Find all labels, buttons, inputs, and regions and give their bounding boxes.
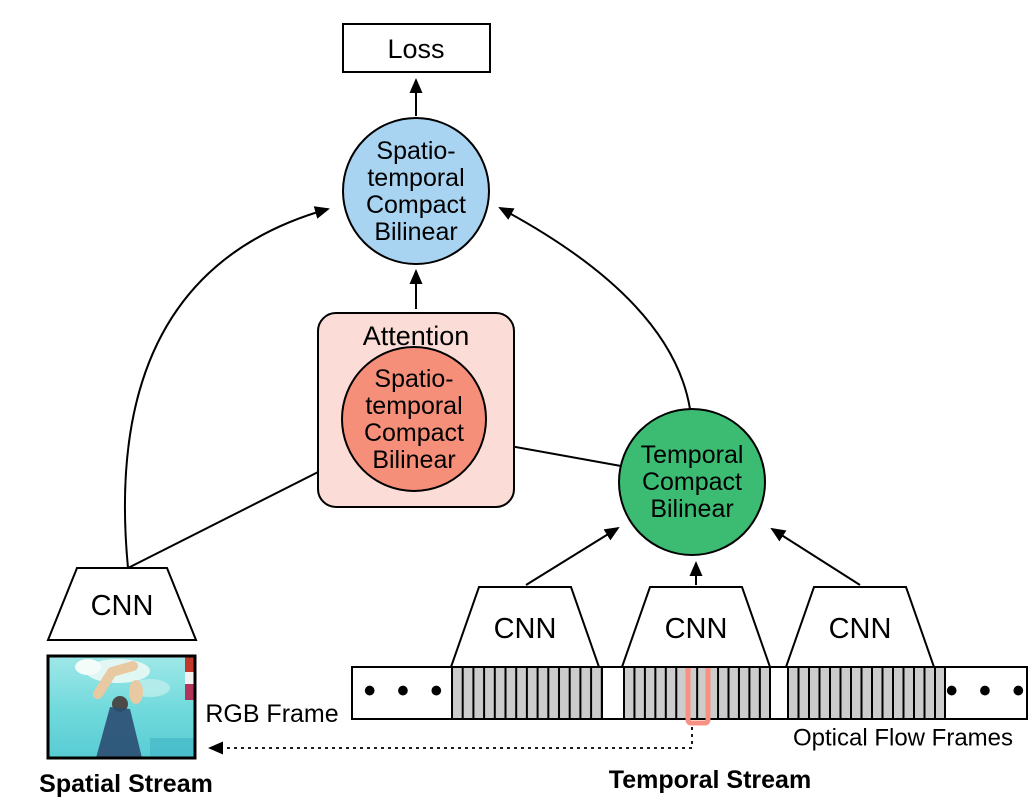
ellipsis-right-icon: • • • bbox=[946, 672, 1031, 710]
loss-box bbox=[342, 23, 491, 73]
edge-tcb-to-stcb bbox=[498, 207, 691, 410]
stcb-top-node: Spatio- temporal Compact Bilinear bbox=[342, 117, 490, 265]
lane-marker-red2 bbox=[185, 684, 195, 700]
temporal-cnn1-trapezoid bbox=[449, 586, 601, 668]
flow-frames-group1 bbox=[451, 666, 603, 720]
edge-cnn1-to-tcb bbox=[525, 526, 620, 586]
spatial-stream-group: CNN Spatial Stream RGB Frame bbox=[39, 567, 339, 798]
stcb-top-line4: Bilinear bbox=[374, 218, 457, 246]
stcb-top-line1: Spatio- bbox=[376, 137, 455, 165]
spatial-cnn-label: CNN bbox=[91, 590, 154, 622]
rgb-image-border bbox=[46, 654, 197, 760]
temporal-cnn1-label: CNN bbox=[494, 613, 557, 645]
stcb-attention-line4: Bilinear bbox=[372, 446, 455, 474]
attention-node: Attention Spatio- temporal Compact Bilin… bbox=[317, 312, 515, 508]
temporal-cnn2-label: CNN bbox=[665, 613, 728, 645]
lane-shadow bbox=[150, 738, 195, 758]
flow-frames-group3 bbox=[787, 666, 946, 720]
temporal-cnn3-label: CNN bbox=[829, 613, 892, 645]
spatial-cnn-trapezoid bbox=[46, 567, 198, 641]
temporal-stream-group: • • • • • • CNN CNN CNN Optical Flow Fra… bbox=[351, 586, 1031, 794]
stcb-attention-line2: temporal bbox=[365, 392, 462, 420]
tcb-line2: Compact bbox=[642, 468, 742, 496]
tcb-line3: Bilinear bbox=[650, 495, 733, 523]
rgb-frame-image bbox=[46, 654, 197, 760]
edge-spatial-cnn-to-stcb bbox=[124, 206, 330, 569]
attention-label: Attention bbox=[363, 321, 470, 351]
edge-frame-to-rgb-dotted bbox=[208, 727, 693, 755]
stcb-top-line3: Compact bbox=[366, 191, 466, 219]
temporal-cnn3-trapezoid bbox=[784, 586, 936, 668]
optical-flow-frames-label: Optical Flow Frames bbox=[793, 725, 1013, 752]
lane-marker-white bbox=[185, 672, 195, 684]
swimmer-body bbox=[96, 707, 142, 758]
loss-node: Loss bbox=[342, 23, 491, 73]
edges bbox=[124, 78, 861, 755]
tcb-line1: Temporal bbox=[641, 441, 744, 469]
tcb-node: Temporal Compact Bilinear bbox=[618, 408, 766, 556]
spatial-stream-label: Spatial Stream bbox=[39, 770, 213, 798]
stcb-top-line2: temporal bbox=[367, 164, 464, 192]
tcb-circle bbox=[618, 408, 766, 556]
stcb-top-circle bbox=[342, 117, 490, 265]
loss-label: Loss bbox=[387, 34, 444, 64]
edge-tcb-to-attention-stcb bbox=[497, 439, 622, 467]
flow-frames-group2 bbox=[623, 666, 771, 720]
temporal-cnn2-trapezoid bbox=[620, 586, 772, 668]
swimmer-shoulder bbox=[129, 680, 143, 704]
lane-marker-red1 bbox=[185, 656, 195, 672]
stcb-attention-line3: Compact bbox=[364, 419, 464, 447]
ellipsis-left-icon: • • • bbox=[364, 672, 449, 710]
swimmer-arm bbox=[93, 661, 138, 699]
temporal-stream-label: Temporal Stream bbox=[609, 766, 811, 794]
water-splash-2 bbox=[75, 659, 101, 675]
stcb-attention-circle bbox=[341, 346, 487, 492]
edge-spatial-cnn-to-attention-stcb bbox=[127, 463, 336, 569]
rgb-frame-label: RGB Frame bbox=[205, 700, 338, 728]
edge-cnn3-to-tcb bbox=[770, 527, 861, 586]
stcb-attention-line1: Spatio- bbox=[374, 365, 453, 393]
